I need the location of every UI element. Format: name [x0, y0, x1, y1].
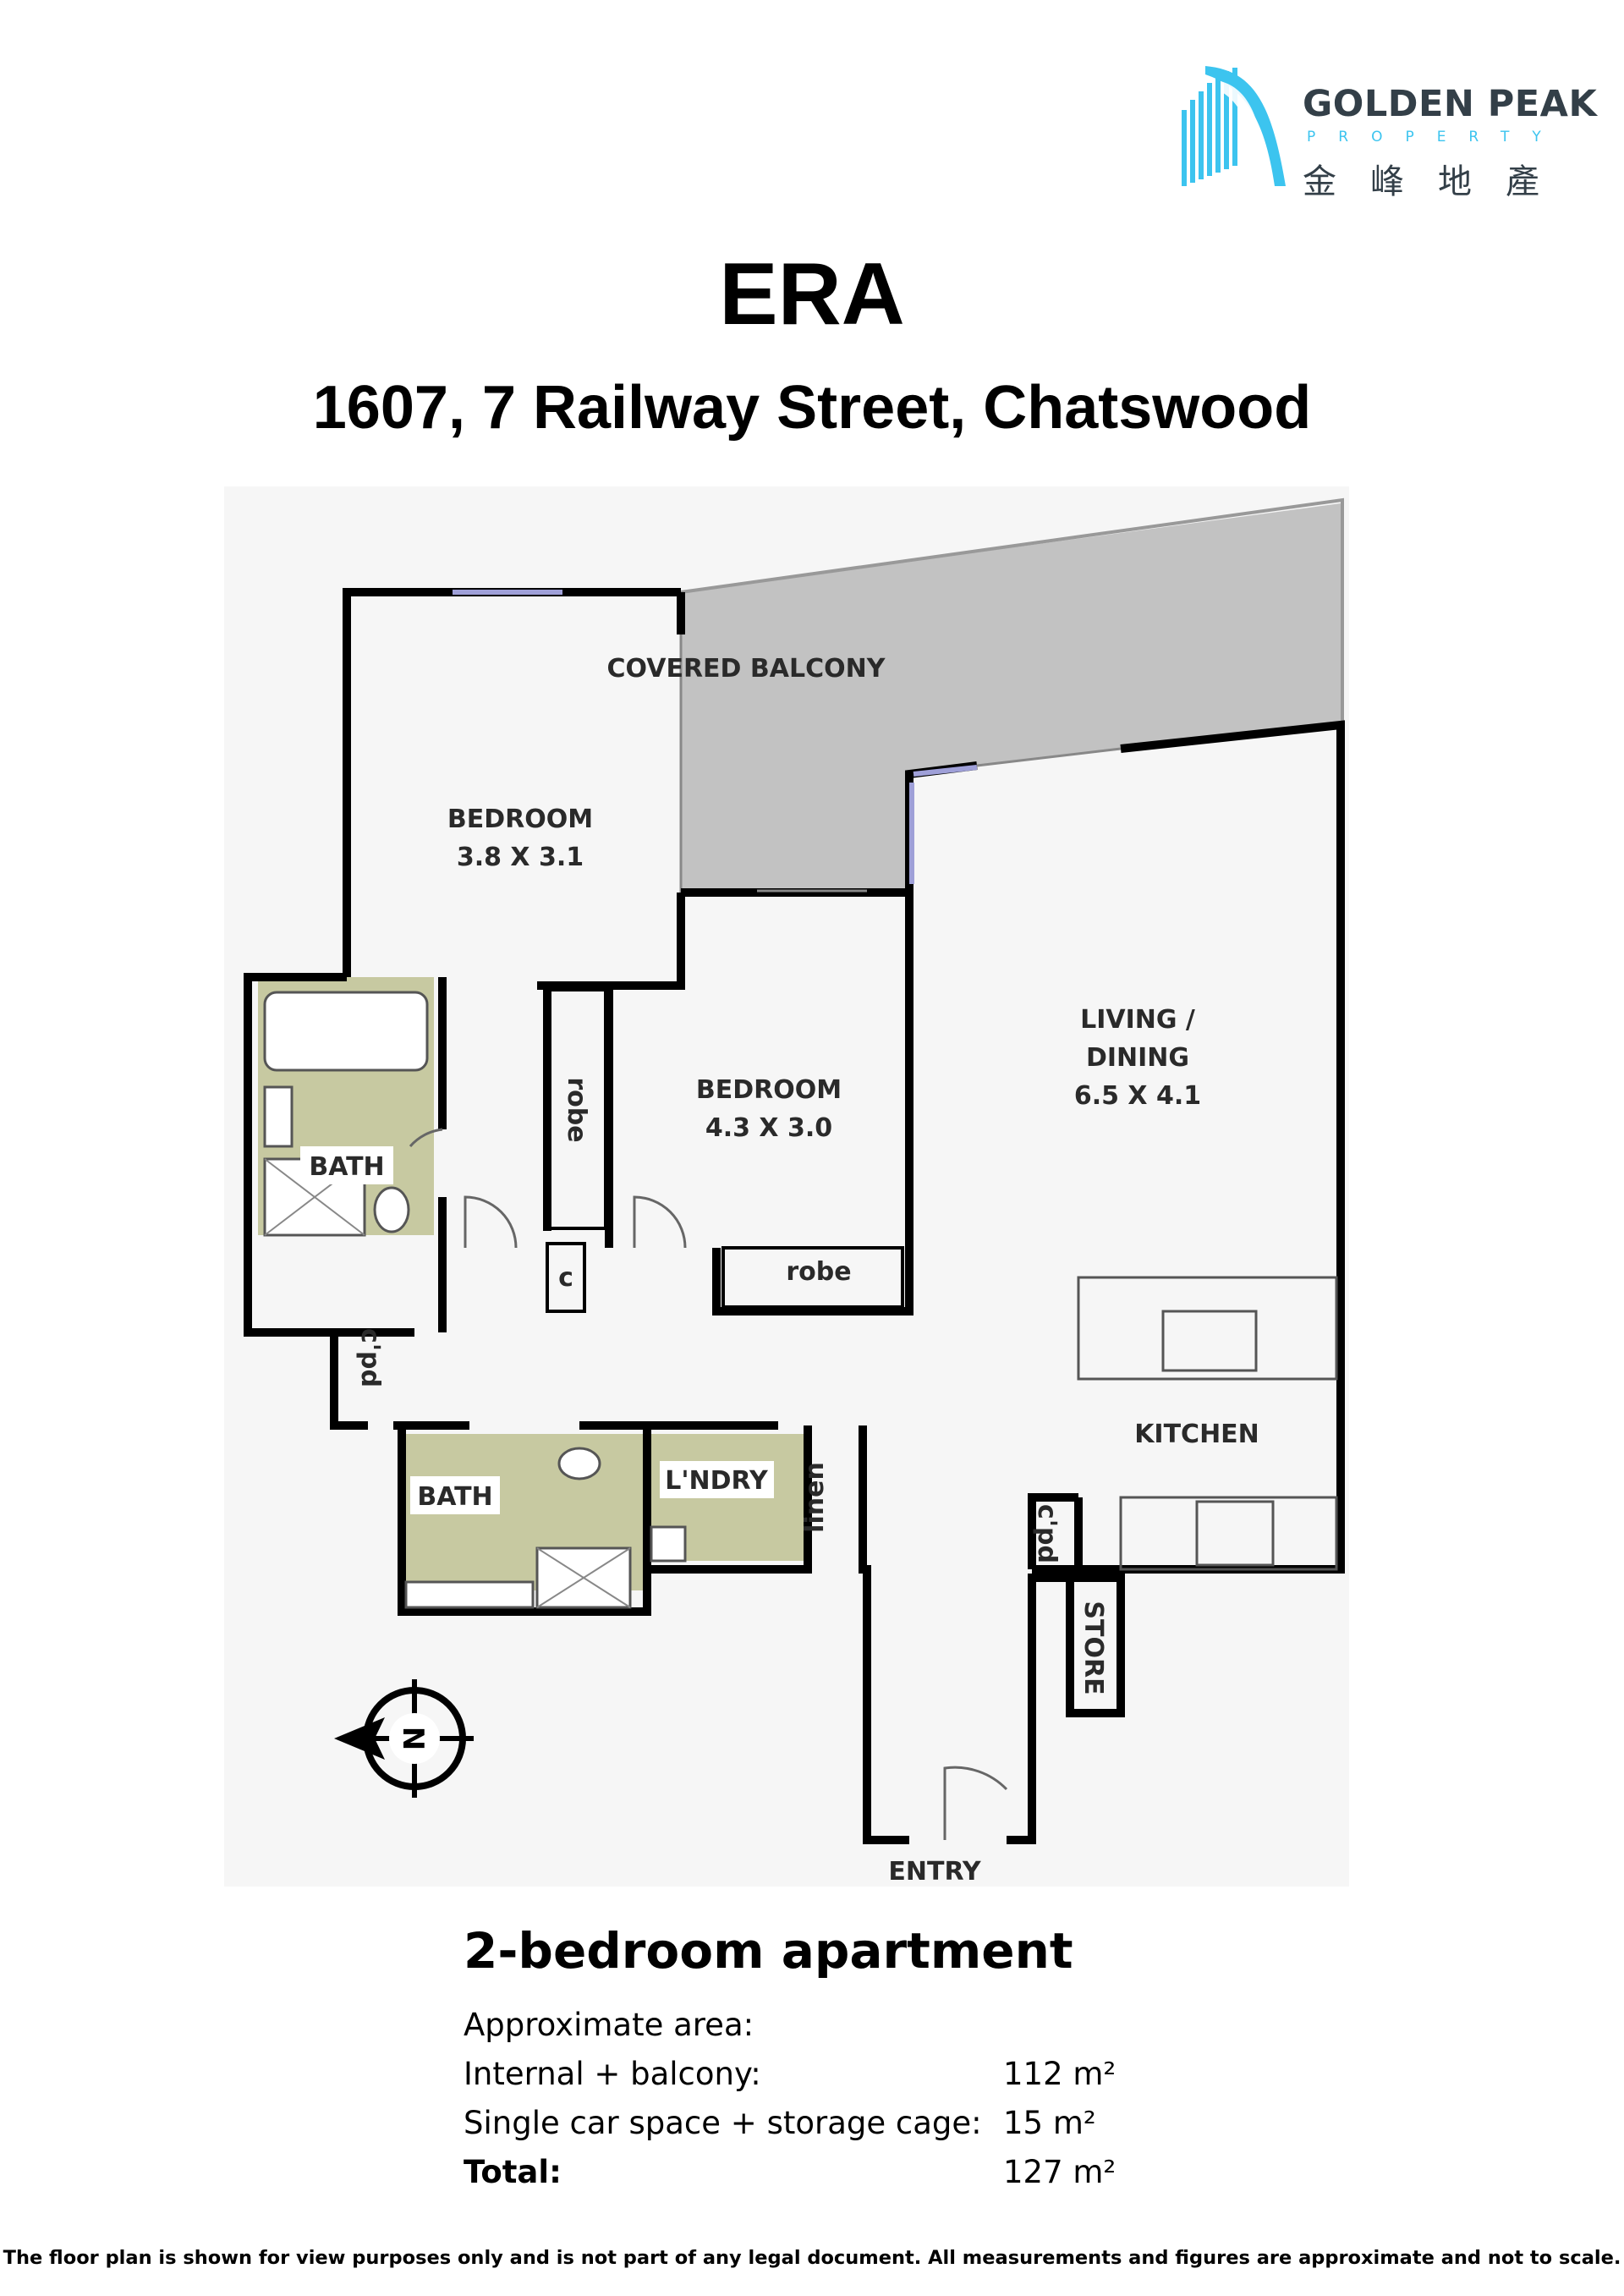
living-dims: 6.5 X 4.1 [1074, 1081, 1201, 1111]
internal-balcony-value: 112 m² [1003, 2056, 1116, 2092]
compass-letter: N [396, 1727, 430, 1750]
disclaimer: The floor plan is shown for view purpose… [3, 2247, 1621, 2269]
bath1-label: BATH [309, 1152, 384, 1182]
living-label-line1: LIVING / [1080, 1005, 1195, 1035]
entry-label: ENTRY [888, 1857, 982, 1887]
covered-balcony-area [681, 503, 1341, 893]
floor-plan: COVERED BALCONY BEDROOM 3.8 X 3.1 BEDROO… [224, 486, 1349, 1887]
robe2-label: robe [786, 1257, 851, 1287]
internal-balcony-label: Internal + balcony: [464, 2056, 761, 2092]
kitchen-label: KITCHEN [1134, 1420, 1259, 1449]
cpd2-label: c'pd [1032, 1504, 1062, 1563]
robe1-label: robe [562, 1077, 591, 1142]
brand-chinese-name: 金峰地產 [1303, 162, 1573, 201]
apartment-type-heading: 2-bedroom apartment [464, 1922, 1073, 1980]
bath2-label: BATH [417, 1482, 492, 1512]
bedroom1-label: BEDROOM [447, 805, 593, 834]
total-label: Total: [464, 2154, 562, 2190]
building-title: ERA [719, 245, 905, 343]
brand-name: GOLDEN PEAK [1303, 83, 1598, 125]
brand-subtitle: PROPERTY [1307, 129, 1564, 146]
laundry-label: L'NDRY [665, 1466, 769, 1496]
cpd1-label: c'pd [355, 1328, 385, 1387]
bedroom2-dims: 4.3 X 3.0 [705, 1113, 832, 1143]
golden-peak-logo-icon [1182, 66, 1286, 186]
bedroom2-label: BEDROOM [696, 1075, 842, 1105]
car-space-value: 15 m² [1003, 2105, 1096, 2141]
bedroom1-dims: 3.8 X 3.1 [457, 843, 584, 872]
living-label-line2: DINING [1086, 1043, 1189, 1073]
north-compass-icon: N [334, 1679, 474, 1798]
total-value: 127 m² [1003, 2154, 1116, 2190]
store-label: STORE [1078, 1601, 1108, 1695]
car-space-label: Single car space + storage cage: [464, 2105, 982, 2141]
address: 1607, 7 Railway Street, Chatswood [312, 374, 1312, 442]
linen-label: linen [800, 1462, 830, 1533]
covered-balcony-label: COVERED BALCONY [607, 654, 886, 684]
cupboard-label: c [558, 1263, 573, 1293]
approx-area-label: Approximate area: [464, 2007, 754, 2043]
